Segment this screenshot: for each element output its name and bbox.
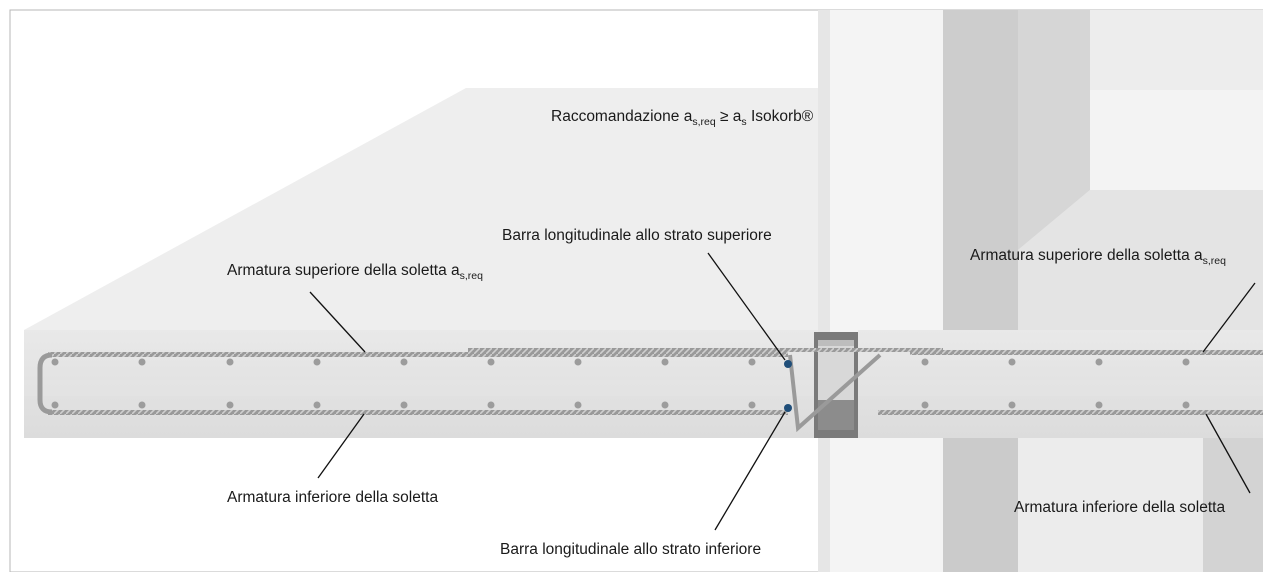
rebar-hook-left [37, 352, 53, 415]
right-slab-band [858, 380, 1263, 396]
top-rebar-left [48, 352, 788, 357]
isokorb-tension-bar [808, 348, 943, 352]
right-building-floor [1018, 190, 1263, 330]
bottom-rebar-right [878, 410, 1263, 415]
leader-long-bar-top [707, 252, 786, 361]
leader-lines [309, 252, 1256, 531]
label-top-reinf-left: Armatura superiore della soletta as,req [227, 262, 483, 282]
wall-column [818, 10, 943, 572]
label-bottom-reinf-left: Armatura inferiore della soletta [227, 489, 438, 506]
leader-top-reinf-right [1202, 282, 1256, 353]
leader-bottom-reinf-left [317, 413, 365, 479]
isokorb-shear-bar [788, 353, 882, 433]
right-building-shadow [1018, 10, 1090, 250]
longitudinal-bars-bottom-left [51, 401, 756, 409]
label-recommendation: Raccomandazione as,req ≥ as Isokorb® [551, 108, 814, 128]
leader-top-reinf-left [309, 291, 366, 353]
lower-pillar-shadow [943, 438, 1018, 572]
longitudinal-bar-top-marker [784, 360, 792, 368]
bottom-rebar-left [48, 410, 788, 415]
right-building-top [1090, 90, 1263, 190]
top-rebar-right [910, 350, 1263, 355]
longitudinal-bars-top-left [51, 358, 756, 366]
label-long-bar-top: Barra longitudinale allo strato superior… [502, 227, 772, 244]
wall-column-edge [818, 10, 830, 572]
label-long-bar-bottom: Barra longitudinale allo strato inferior… [500, 541, 761, 558]
isokorb-core [818, 346, 854, 400]
label-bottom-reinf-right: Armatura inferiore della soletta [1014, 499, 1225, 516]
left-slab-band [24, 380, 818, 396]
label-top-reinf-right: Armatura superiore della soletta as,req [970, 247, 1226, 267]
longitudinal-bar-bottom-marker [784, 404, 792, 412]
leader-bottom-reinf-right [1205, 413, 1251, 494]
lower-right-pillar [1203, 438, 1263, 572]
top-rebar-overlap [468, 348, 808, 352]
leader-long-bar-bottom [714, 411, 786, 531]
longitudinal-bars-top-right [921, 358, 1190, 366]
longitudinal-bars-bottom-right [921, 401, 1190, 409]
left-slab-top-face [24, 88, 818, 330]
